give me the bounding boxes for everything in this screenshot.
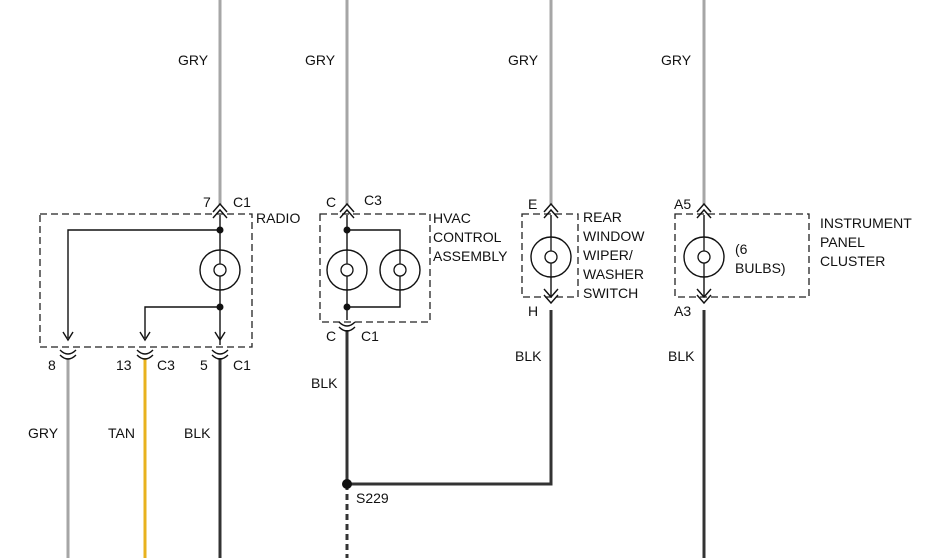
rear-wiper-box — [521, 213, 579, 298]
rear-wiper-component: E H REAR WINDOW WIPER/ WASHER SWITCH — [521, 196, 645, 319]
ipc-connector-top — [696, 202, 712, 219]
ipc-bulb-filament — [697, 237, 711, 277]
radio-arrow-5 — [214, 331, 226, 342]
radio-conn-c1-bottom: C1 — [233, 357, 251, 373]
wire-label-gry-radio-8: GRY — [28, 425, 59, 441]
splice-s229-label: S229 — [356, 490, 389, 506]
wire-label-gry-rear-top: GRY — [508, 52, 539, 68]
hvac-label-3: ASSEMBLY — [433, 248, 508, 264]
radio-connector-13 — [136, 349, 154, 360]
wire-label-tan-radio-13: TAN — [108, 425, 135, 441]
hvac-component: C C3 C C1 HVAC CONTROL ASSEMBLY — [319, 192, 508, 344]
radio-connector-5 — [211, 349, 229, 360]
ipc-label-1: INSTRUMENT — [820, 215, 912, 231]
wire-label-blk-hvac: BLK — [311, 375, 338, 391]
hvac-label-1: HVAC — [433, 210, 471, 226]
rear-label-1: REAR — [583, 209, 622, 225]
radio-arrow-8 — [62, 331, 74, 342]
ipc-component: A5 A3 (6 BULBS) INSTRUMENT PANEL CLUSTER — [674, 196, 912, 319]
wire-label-gry-hvac-top: GRY — [305, 52, 336, 68]
ipc-note-2: BULBS) — [735, 260, 786, 276]
wire-label-gry-radio-top: GRY — [178, 52, 209, 68]
hvac-connector-top — [339, 202, 355, 219]
hvac-pin-bottom: C — [326, 328, 336, 344]
rear-label-3: WIPER/ — [583, 247, 633, 263]
hvac-internal-top — [346, 215, 401, 252]
rear-bulb-filament — [544, 237, 558, 277]
hvac-junction-bottom — [343, 303, 351, 311]
wire-label-blk-ipc: BLK — [668, 348, 695, 364]
radio-pin-13: 13 — [116, 357, 132, 373]
hvac-label-2: CONTROL — [433, 229, 502, 245]
rear-connector-bottom — [543, 288, 559, 305]
rear-pin-top: E — [528, 196, 537, 212]
radio-pin-5: 5 — [200, 357, 208, 373]
rear-pin-bottom: H — [528, 303, 538, 319]
ipc-label-3: CLUSTER — [820, 253, 885, 269]
radio-internal-wire-pin13 — [144, 306, 220, 338]
hvac-conn-top: C3 — [364, 192, 382, 208]
wire-label-gry-ipc-top: GRY — [661, 52, 692, 68]
wires — [66, 0, 706, 558]
radio-conn-c3: C3 — [157, 357, 175, 373]
ipc-pin-top: A5 — [674, 196, 691, 212]
hvac-connector-bottom — [338, 321, 356, 332]
wire-color-labels: GRY GRY GRY GRY GRY TAN BLK BLK BLK BLK — [28, 52, 695, 441]
radio-box — [39, 213, 253, 348]
ipc-connector-bottom — [696, 288, 712, 305]
hvac-bulb-1-filament — [340, 250, 354, 290]
radio-arrow-13 — [139, 331, 151, 342]
radio-connector-8 — [59, 349, 77, 360]
hvac-junction-top — [343, 226, 351, 234]
hvac-internal-bottom — [346, 290, 401, 320]
hvac-box — [319, 213, 431, 323]
rear-label-2: WINDOW — [583, 228, 645, 244]
ipc-pin-bottom: A3 — [674, 303, 691, 319]
radio-pin-7: 7 — [203, 194, 211, 210]
ipc-box — [674, 213, 810, 298]
rear-connector-top — [543, 202, 559, 219]
radio-internal-wire-pin8 — [67, 229, 220, 338]
radio-connector-7 — [212, 202, 228, 219]
hvac-pin-top: C — [326, 194, 336, 210]
radio-component: 7 C1 RADIO 8 13 C3 5 C1 — [39, 194, 300, 373]
ipc-label-2: PANEL — [820, 234, 865, 250]
radio-bulb-filament — [213, 250, 227, 290]
splice-s229-dot — [342, 479, 352, 489]
hvac-bulb-2-filament — [393, 250, 407, 290]
radio-conn-c1-top: C1 — [233, 194, 251, 210]
rear-label-4: WASHER — [583, 266, 644, 282]
wire-blk-rear — [347, 310, 553, 486]
radio-junction-top — [216, 226, 224, 234]
splice-s229: S229 — [342, 479, 389, 506]
wire-label-blk-radio-5: BLK — [184, 425, 211, 441]
ipc-note-1: (6 — [735, 241, 748, 257]
rear-label-5: SWITCH — [583, 285, 638, 301]
hvac-conn-bottom: C1 — [361, 328, 379, 344]
radio-pin-8: 8 — [48, 357, 56, 373]
radio-label: RADIO — [256, 210, 300, 226]
radio-junction-bottom — [216, 303, 224, 311]
wire-label-blk-rear: BLK — [515, 348, 542, 364]
